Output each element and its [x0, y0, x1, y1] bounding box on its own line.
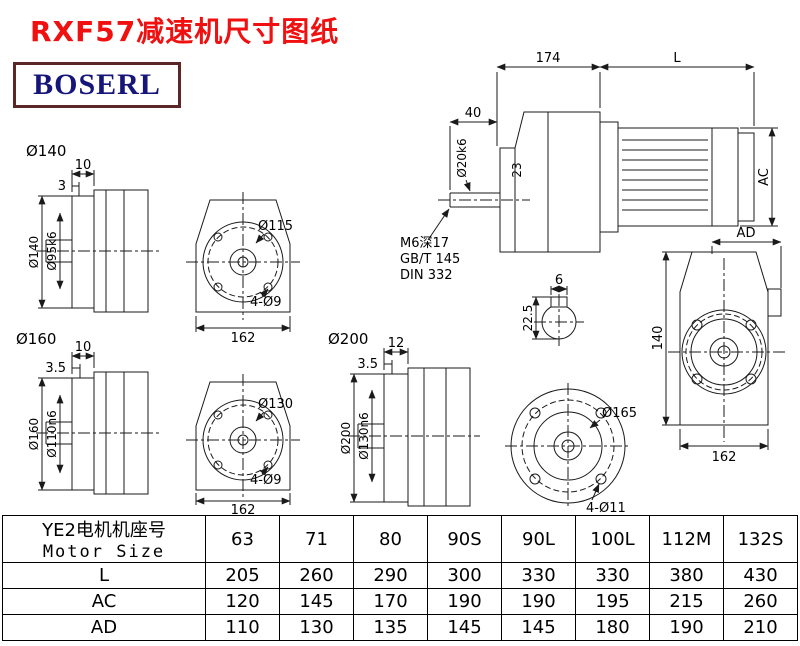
- dim-23-label: 23: [510, 162, 524, 177]
- dim-140-label: 140: [651, 326, 666, 351]
- table-cell: 215: [649, 588, 724, 615]
- dim-ac-label: AC: [757, 168, 772, 186]
- page-title: RXF57减速机尺寸图纸: [30, 15, 340, 48]
- dia-165-label: Ø165: [602, 406, 637, 421]
- table-cell: 135: [353, 614, 428, 641]
- dia-110-label: Ø110n6: [45, 410, 59, 458]
- dia-130-label: Ø130: [258, 397, 293, 412]
- dia-95-label: Ø95k6: [45, 231, 59, 270]
- table-header-cell: 112M: [649, 515, 724, 563]
- table-cell: 110: [205, 614, 280, 641]
- main-assembly-view: 174 L 40 Ø20k6 23: [400, 51, 778, 346]
- table-cell: 210: [723, 614, 798, 641]
- dim-3-5-label: 3.5: [357, 357, 378, 372]
- row-label: AC: [2, 588, 206, 615]
- flange-140-front-view: Ø115 4-Ø9 162: [186, 192, 300, 346]
- table-row-L: L 205 260 290 300 330 330 380 430: [2, 562, 798, 589]
- dim-174-label: 174: [536, 51, 561, 66]
- note-tapped-hole: M6深17: [400, 236, 449, 251]
- table-cell: 170: [353, 588, 428, 615]
- table-cell: 145: [501, 614, 576, 641]
- table-cell: 260: [723, 588, 798, 615]
- table-row-AC: AC 120 145 170 190 190 195 215 260: [2, 588, 798, 615]
- dim-12-label: 12: [388, 336, 405, 351]
- table-row-AD: AD 110 130 135 145 145 180 190 210: [2, 614, 798, 641]
- dia-200-label: Ø200: [339, 422, 353, 454]
- shaft-dia-label: Ø20k6: [455, 138, 469, 177]
- note-din-standard: DIN 332: [400, 268, 453, 283]
- flange-160-side-view: Ø160 10 3.5 Ø160 Ø110n6: [16, 330, 162, 495]
- flange-160-front-view: Ø130 4-Ø9 162: [186, 374, 300, 515]
- table-cell: 120: [205, 588, 280, 615]
- table-cell: 145: [279, 588, 354, 615]
- dia-130n6-label: Ø130n6: [357, 412, 371, 460]
- table-header-cell: 80: [353, 515, 428, 563]
- header-en-label: Motor Size: [42, 542, 166, 562]
- flange-200-side-view: Ø200 12 3.5 Ø200 Ø130n6: [328, 330, 480, 507]
- dim-ad-label: AD: [737, 226, 756, 241]
- dim-3-5-label: 3.5: [45, 361, 66, 376]
- table-cell: 190: [501, 588, 576, 615]
- dim-162-label: 162: [231, 331, 256, 346]
- table-header-cell: 90S: [427, 515, 502, 563]
- table-cell: 290: [353, 562, 428, 589]
- brand-logo: BOSERL: [13, 62, 181, 108]
- header-cn-label: YE2电机机座号: [42, 520, 166, 541]
- table-cell: 260: [279, 562, 354, 589]
- holes-4x9-label: 4-Ø9: [250, 295, 281, 310]
- table-cell: 205: [205, 562, 280, 589]
- table-cell: 145: [427, 614, 502, 641]
- flange-140-title: Ø140: [26, 142, 66, 160]
- shaft-key-section: 6 22.5: [521, 273, 584, 346]
- dim-L-label: L: [673, 51, 681, 66]
- table-header-cell: 63: [205, 515, 280, 563]
- flange-160-title: Ø160: [16, 330, 56, 348]
- holes-4x9-label: 4-Ø9: [250, 473, 281, 488]
- table-header-cell: 132S: [723, 515, 798, 563]
- holes-4x11-label: 4-Ø11: [586, 501, 626, 515]
- table-cell: 330: [501, 562, 576, 589]
- key-width-label: 6: [555, 273, 563, 288]
- note-gbt-standard: GB/T 145: [400, 252, 460, 267]
- dim-10-label: 10: [75, 158, 92, 173]
- dia-115-label: Ø115: [258, 219, 293, 234]
- table-cell: 190: [427, 588, 502, 615]
- output-front-view: AD 140 162: [651, 226, 788, 465]
- table-cell: 130: [279, 614, 354, 641]
- table-cell: 180: [575, 614, 650, 641]
- table-cell: 430: [723, 562, 798, 589]
- row-label: AD: [2, 614, 206, 641]
- dim-10-label: 10: [75, 340, 92, 355]
- dia-140-label: Ø140: [27, 236, 41, 268]
- table-header-cell: 100L: [575, 515, 650, 563]
- brand-logo-text: BOSERL: [33, 68, 161, 101]
- table-header-cell: 90L: [501, 515, 576, 563]
- table-cell: 330: [575, 562, 650, 589]
- dim-3-label: 3: [58, 179, 66, 194]
- dim-162-label: 162: [231, 503, 256, 515]
- dim-40-label: 40: [465, 106, 482, 121]
- dia-160-label: Ø160: [27, 418, 41, 450]
- flange-200-front-view: Ø165 4-Ø11: [505, 383, 637, 515]
- table-header-cell: 71: [279, 515, 354, 563]
- motor-size-table: YE2电机机座号 Motor Size 63 71 80 90S 90L 100…: [2, 515, 798, 641]
- key-height-label: 22.5: [521, 305, 535, 332]
- dim-162-label: 162: [712, 450, 737, 465]
- flange-140-side-view: Ø140 10 3 Ø140 Ø95k6: [26, 142, 162, 313]
- row-label: L: [2, 562, 206, 589]
- table-cell: 300: [427, 562, 502, 589]
- table-cell: 380: [649, 562, 724, 589]
- drawing-canvas: 174 L 40 Ø20k6 23: [16, 51, 788, 515]
- table-cell: 190: [649, 614, 724, 641]
- table-header-motor-size: YE2电机机座号 Motor Size: [2, 515, 206, 563]
- flange-200-title: Ø200: [328, 330, 368, 348]
- table-cell: 195: [575, 588, 650, 615]
